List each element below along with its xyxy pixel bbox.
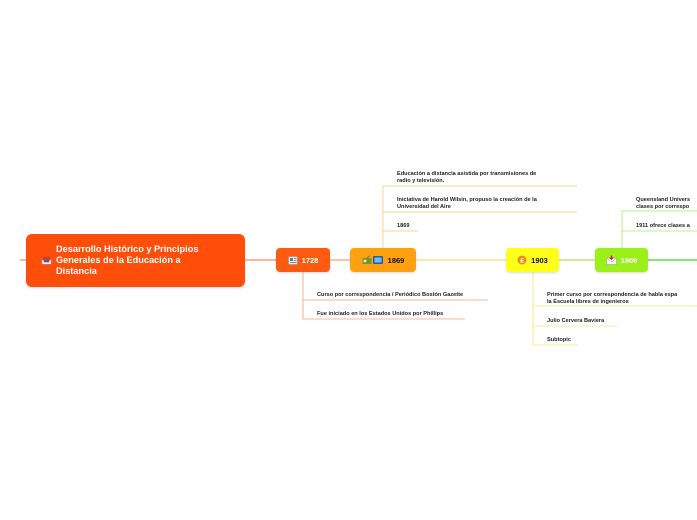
root-label-line-1: Desarrollo Histórico y Principios: [56, 243, 199, 254]
root-label-line-2: Generales de la Educación a: [56, 254, 181, 265]
subtopic-1869-year[interactable]: 1869: [397, 223, 409, 230]
coin-icon: £: [517, 255, 527, 265]
subtopic-1903-first-course[interactable]: Primer curso por correspondencia de habl…: [547, 292, 677, 306]
newspaper-icon: [287, 255, 298, 265]
subtopic-label: Subtopic: [547, 337, 571, 343]
subtopic-label-line-1: Queensland Univers: [636, 197, 691, 203]
subtopic-label: 1869: [397, 223, 410, 229]
subtopic-label: Curso por correspondencia / Periódico Bo…: [317, 292, 464, 298]
subtopic-1728-correspondence[interactable]: Curso por correspondencia / Periódico Bo…: [317, 292, 463, 299]
svg-text:£: £: [520, 256, 525, 264]
subtopic-1903-placeholder[interactable]: Subtopic: [547, 337, 571, 344]
root-label-line-3: Distancia: [56, 266, 97, 277]
subtopic-1909-1911[interactable]: 1911 ofrece clases a: [636, 223, 690, 230]
subtopic-label-line-1: Primer curso por correspondencia de habl…: [547, 292, 678, 298]
radio-tv-icon: [362, 255, 384, 265]
mail-icon: [605, 255, 617, 265]
subtopic-1903-cervera[interactable]: Julio Cervera Baviera: [547, 318, 604, 325]
topic-1903-label: 1903: [531, 255, 548, 265]
topic-1869[interactable]: 1869: [350, 248, 416, 272]
topic-1909-label: 1909: [620, 255, 638, 265]
subtopic-label-line-2: la Escuela libres de ingenieros: [547, 299, 629, 305]
subtopic-label: Fue iniciado en los Estados Unidos por P…: [317, 311, 444, 317]
subtopic-1909-queensland[interactable]: Queensland Univers clases por correspo: [636, 197, 690, 211]
books-icon: [41, 255, 52, 266]
topic-1909[interactable]: 1909: [595, 248, 648, 272]
topic-1869-label: 1869: [387, 255, 405, 265]
subtopic-label-line-1: Educación a distancia asistida por trans…: [397, 171, 537, 177]
subtopic-label: Julio Cervera Baviera: [547, 318, 605, 324]
topic-1728[interactable]: 1728: [276, 248, 330, 272]
root-label: Desarrollo Histórico y Principios Genera…: [56, 244, 198, 278]
topic-1903[interactable]: £ 1903: [506, 248, 559, 272]
subtopic-1728-phillips[interactable]: Fue iniciado en los Estados Unidos por P…: [317, 311, 443, 318]
subtopic-label-line-1: Iniciativa de Harold Wilsin, propuso la …: [397, 197, 537, 203]
subtopic-label-line-2: radio y televisión.: [397, 178, 445, 184]
root-topic[interactable]: Desarrollo Histórico y Principios Genera…: [26, 234, 245, 287]
subtopic-label-line-2: Universidad del Aire: [397, 204, 451, 210]
topic-1728-label: 1728: [301, 255, 319, 265]
subtopic-1869-radio-tv[interactable]: Educación a distancia asistida por trans…: [397, 171, 536, 185]
subtopic-1869-wilsin[interactable]: Iniciativa de Harold Wilsin, propuso la …: [397, 197, 537, 211]
subtopic-label: 1911 ofrece clases a: [636, 223, 690, 229]
subtopic-label-line-2: clases por correspo: [636, 204, 690, 210]
